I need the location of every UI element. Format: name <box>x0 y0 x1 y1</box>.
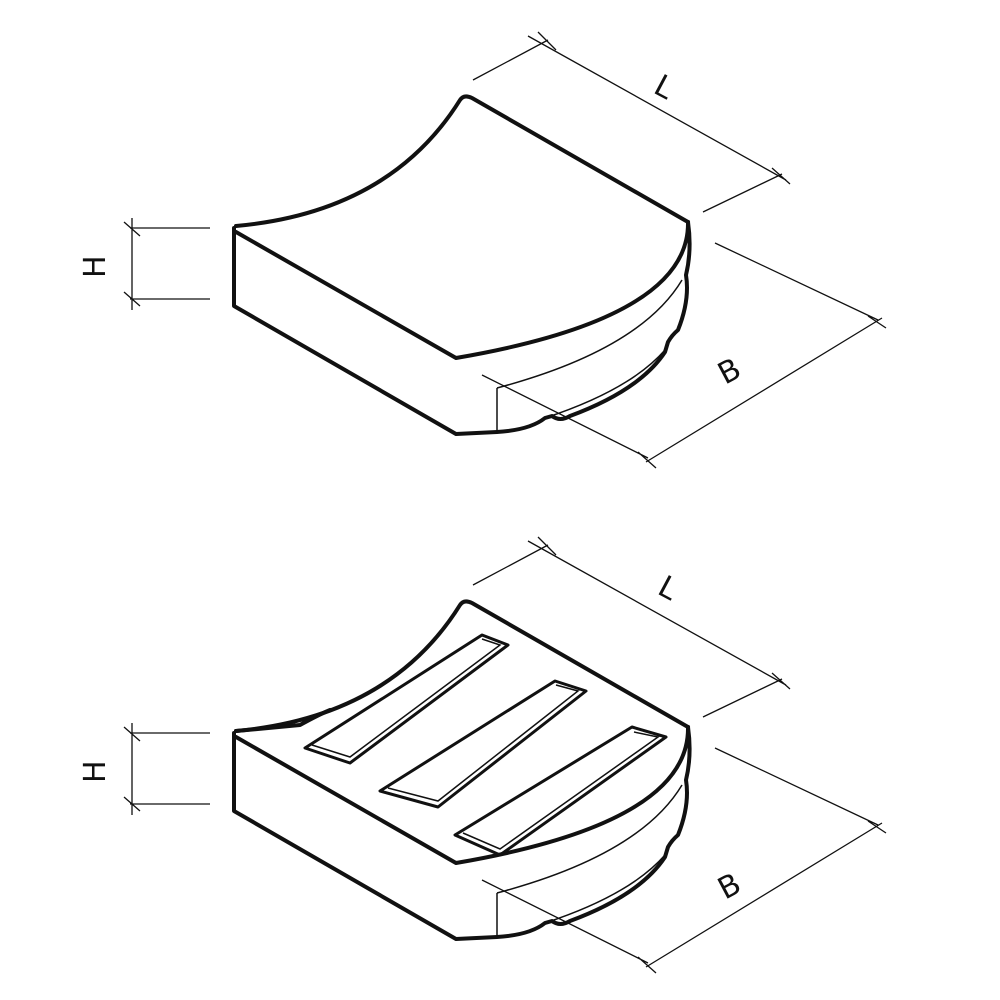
paver-bottom: L B H <box>78 536 887 974</box>
length-label: L <box>652 569 683 608</box>
width-label: B <box>712 351 747 392</box>
length-label: L <box>648 68 679 107</box>
height-label: H <box>78 255 113 278</box>
paver-top: L B H <box>78 31 887 469</box>
grooves <box>234 633 668 857</box>
width-label: B <box>712 866 747 907</box>
height-label: H <box>78 760 113 783</box>
